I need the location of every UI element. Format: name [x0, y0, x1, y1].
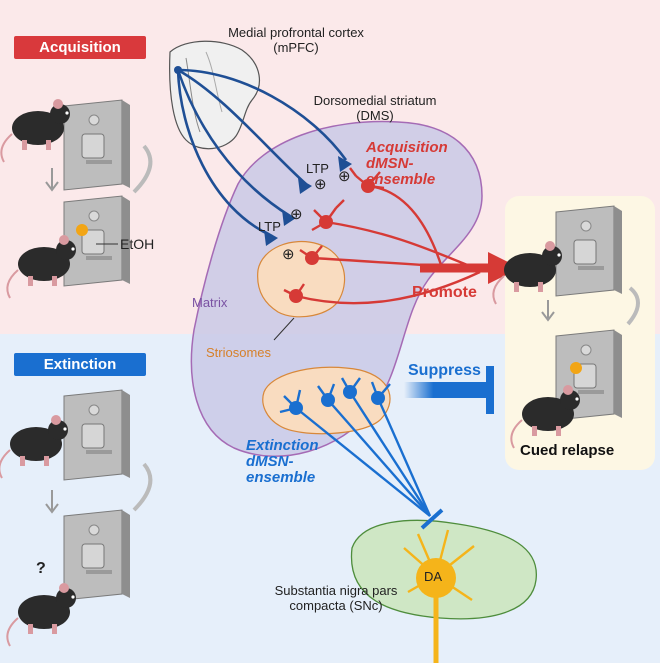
cue-light-icon — [570, 362, 582, 374]
relapse-label: Cued relapse — [520, 442, 615, 459]
da-label: DA — [424, 569, 443, 584]
acquisition-ensemble-label: Acquisition dMSN-ensemble — [366, 139, 448, 188]
mpfc-projections — [176, 68, 348, 238]
acquisition-badge: Acquisition — [14, 36, 146, 59]
ltp-label-2: LTP — [258, 219, 281, 234]
ltp-label-1: LTP — [306, 161, 329, 176]
da-inhibition-bar — [420, 508, 444, 530]
extinction-no-cue-scene — [6, 509, 131, 647]
extinction-lever-press-scene — [0, 389, 131, 481]
extinction-ensemble-label: Extinction dMSN-ensemble — [246, 437, 319, 486]
da-neuron — [403, 529, 475, 663]
cycle-arrow-icon — [132, 144, 153, 194]
plus-mark-2: ⊕ — [338, 168, 351, 185]
down-arrow-icon — [541, 300, 555, 322]
plus-mark-3: ⊕ — [290, 206, 303, 223]
relapse-lever-press-scene — [492, 205, 623, 305]
promote-arrowhead — [488, 252, 520, 284]
cycle-arrow-icon — [132, 462, 153, 512]
plus-mark-4: ⊕ — [282, 246, 295, 263]
relapse-cue-scene — [510, 329, 623, 449]
acquisition-lever-press-scene — [0, 98, 131, 191]
suppress-label: Suppress — [408, 362, 481, 379]
etoh-label: EtOH — [120, 236, 155, 252]
snc-label: Substantia nigra pars compacta (SNc) — [274, 583, 398, 613]
question-mark: ? — [36, 560, 46, 577]
striosomes-label: Striosomes — [206, 345, 272, 360]
suppress-bar — [486, 366, 494, 414]
cycle-arrow-icon — [626, 286, 640, 326]
matrix-label: Matrix — [192, 295, 228, 310]
plus-mark-1: ⊕ — [314, 176, 327, 193]
cue-light-icon — [76, 224, 88, 236]
striosome-upper — [257, 240, 346, 318]
down-arrow-icon — [45, 490, 59, 514]
acquisition-cue-scene — [6, 195, 131, 299]
mpfc-label: Medial profrontal cortex (mPFC) — [228, 25, 364, 55]
projection-terminals — [264, 156, 352, 246]
promote-label: Promote — [412, 284, 477, 301]
down-arrow-icon — [45, 168, 59, 192]
suppress-arrow-shaft — [404, 382, 488, 398]
dms-label: Dorsomedial striatum (DMS) — [313, 93, 437, 123]
extinction-badge: Extinction — [14, 353, 146, 376]
